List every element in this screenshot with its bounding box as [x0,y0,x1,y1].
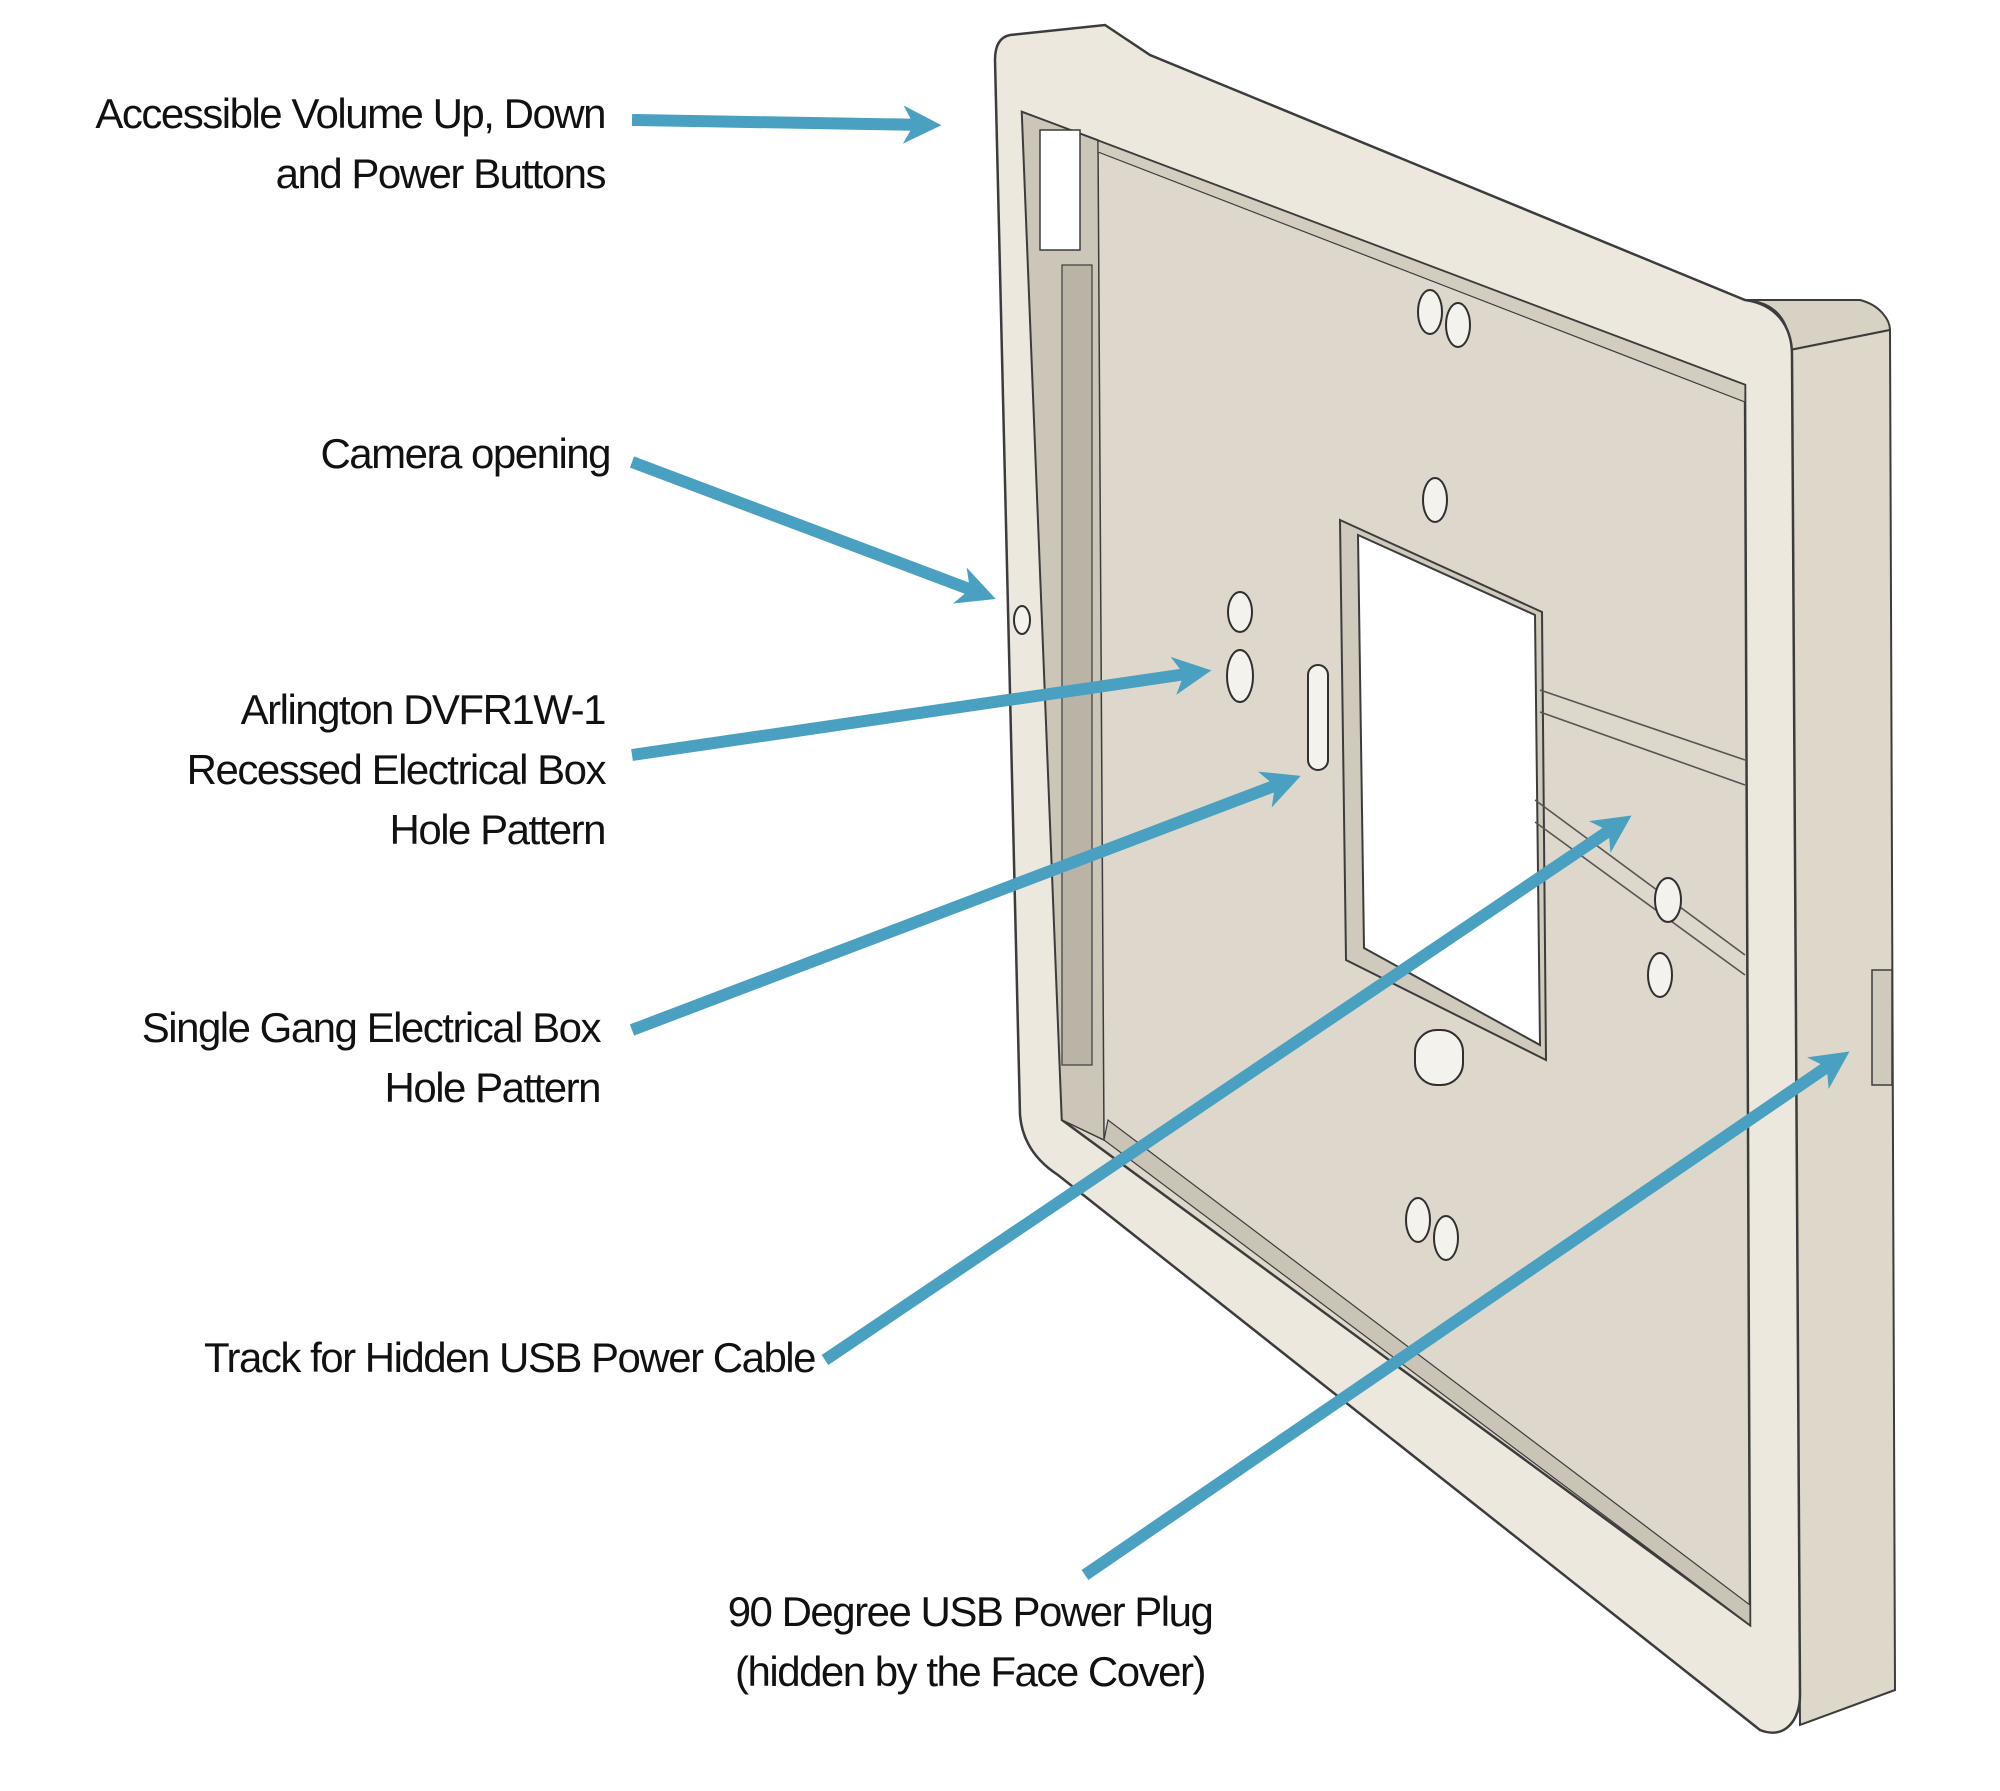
callout-buttons: Accessible Volume Up, Down and Power But… [20,84,607,204]
callout-camera-line-1: Camera opening [320,430,611,477]
callout-single-gang: Single Gang Electrical Box Hole Pattern [40,998,602,1118]
arrow-single-gang [629,771,1301,1036]
callout-arlington-line-2: Recessed Electrical Box [186,746,607,793]
callout-usb-track-line-1: Track for Hidden USB Power Cable [203,1334,817,1381]
callout-camera: Camera opening [200,424,611,484]
callout-buttons-line-1: Accessible Volume Up, Down [95,90,606,137]
callout-usb-track: Track for Hidden USB Power Cable [80,1328,817,1388]
callout-usb-plug: 90 Degree USB Power Plug (hidden by the … [680,1582,1260,1702]
arrow-buttons [631,105,942,144]
callout-arlington-line-3: Hole Pattern [389,806,607,853]
callout-usb-plug-line-2: (hidden by the Face Cover) [735,1648,1206,1695]
callout-buttons-line-2: and Power Buttons [275,150,607,197]
arrow-arlington [631,656,1212,761]
callout-usb-plug-line-1: 90 Degree USB Power Plug [727,1588,1214,1635]
callout-arrows [629,105,1850,1580]
frame-inner-top-band [1021,111,1746,403]
callout-single-gang-line-2: Hole Pattern [384,1064,602,1111]
wall-plate-frame [993,23,1897,1734]
arrow-camera [629,456,996,604]
usb-plug-stub [1871,969,1893,1086]
frame-inner-bottom-band [1103,1118,1751,1627]
callout-arlington-line-1: Arlington DVFR1W-1 [240,686,607,733]
callout-arlington: Arlington DVFR1W-1 Recessed Electrical B… [60,680,607,860]
side-channel [1061,264,1093,1066]
center-opening [1356,533,1542,1047]
arrow-usb-track [821,815,1632,1365]
mounting-holes [1013,289,1682,1261]
arrow-usb-plug [1081,1051,1850,1580]
usb-track [1534,689,1746,976]
callout-single-gang-line-1: Single Gang Electrical Box [141,1004,602,1051]
buttons-slot-cutout [1039,129,1081,251]
